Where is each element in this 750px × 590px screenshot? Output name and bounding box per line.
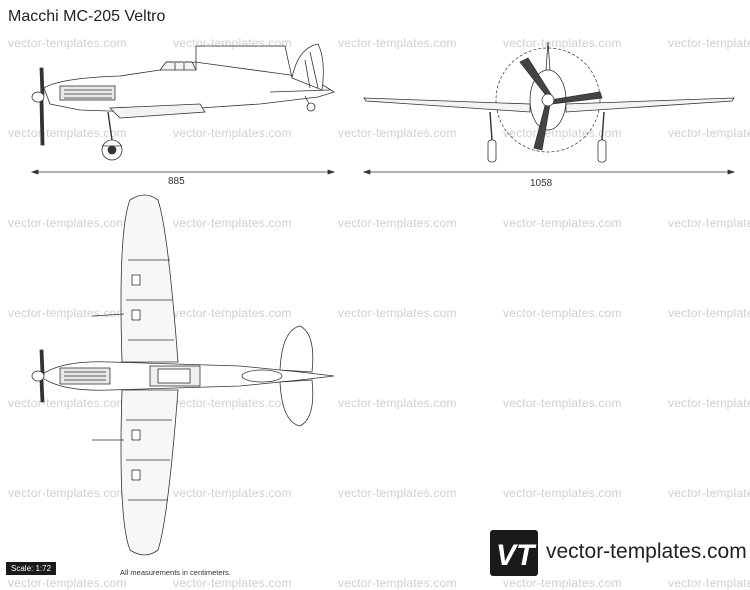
scale-badge: Scale: 1:72 [6,562,57,575]
side-view [31,43,335,161]
dimension-line-span [362,169,736,175]
front-view [363,41,735,163]
vt-logo-icon: VT [496,539,537,572]
length-dimension-label: 885 [168,176,185,187]
top-view [31,194,335,556]
brand-logo: VT [490,530,538,576]
measurement-note: All measurements in centimeters. [120,568,231,577]
svg-text:VT: VT [496,539,537,572]
span-dimension-label: 1058 [530,178,553,189]
page-title: Macchi MC-205 Veltro [8,8,166,25]
dimension-line-length [30,169,336,175]
brand-name: vector-templates.com [546,540,747,563]
